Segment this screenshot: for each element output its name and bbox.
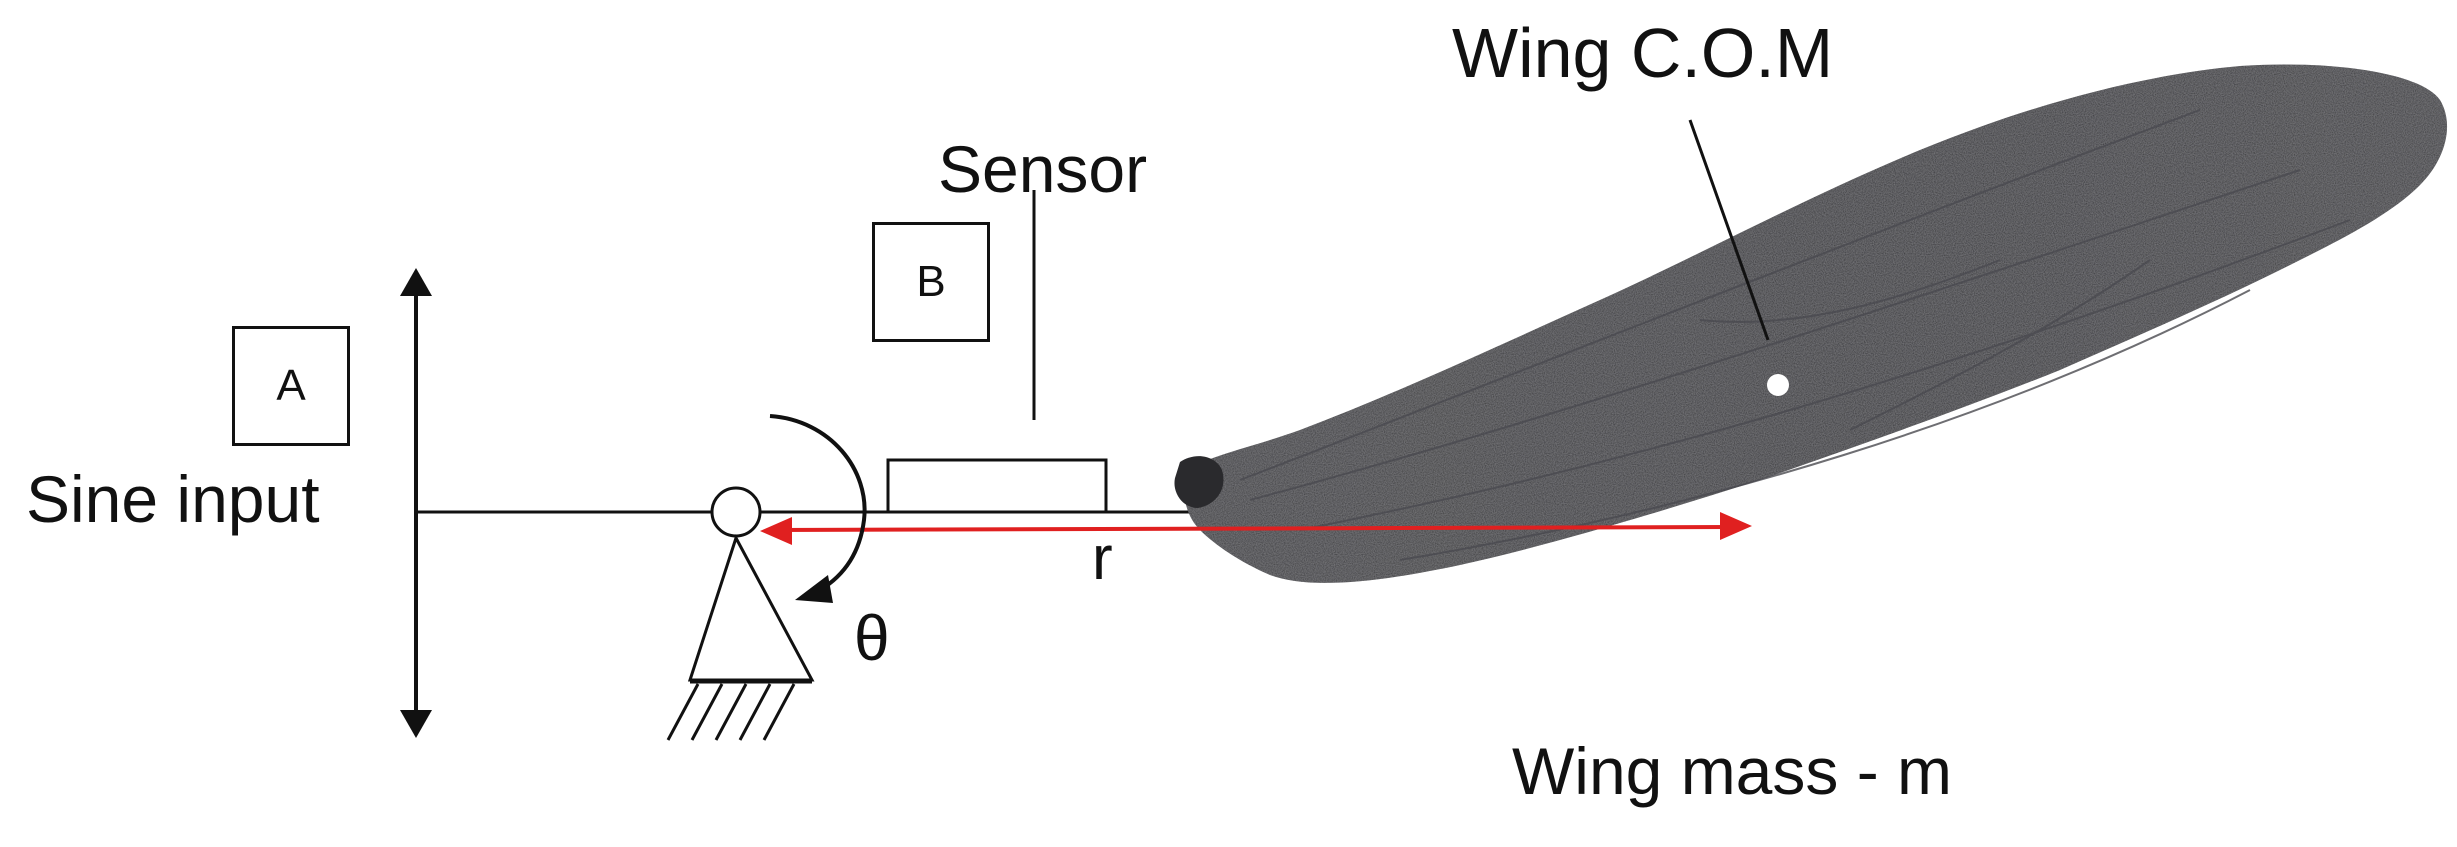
arrow-up-head xyxy=(400,268,432,296)
wing xyxy=(1174,64,2448,583)
radius-arrow-left-head xyxy=(760,517,792,545)
pivot-support-triangle xyxy=(687,534,815,682)
wing-base xyxy=(1174,456,1224,508)
radius-arrow-right-head xyxy=(1720,512,1752,540)
sensor-block xyxy=(886,458,1108,514)
radius-arrow xyxy=(760,512,1752,545)
theta-label: θ xyxy=(854,602,890,674)
box-a: A xyxy=(232,326,350,446)
sine-input-label: Sine input xyxy=(26,462,320,536)
wing-veins xyxy=(1239,109,2351,561)
rotation-arrow-icon xyxy=(769,414,867,603)
com-leader-line xyxy=(1688,119,1770,341)
com-dot xyxy=(1767,374,1789,396)
box-b-label: B xyxy=(916,257,946,306)
actuation-arrow xyxy=(400,268,432,738)
wing-mass-label: Wing mass - m xyxy=(1512,734,1953,808)
box-a-label: A xyxy=(276,361,306,410)
box-b: B xyxy=(872,222,990,342)
pivot-icon xyxy=(710,486,762,538)
wing-com-label: Wing C.O.M xyxy=(1452,14,1834,92)
sensor-label: Sensor xyxy=(938,132,1148,206)
radius-label: r xyxy=(1092,524,1113,593)
ground-icon xyxy=(666,680,812,741)
wing-membrane xyxy=(1184,64,2448,583)
arrow-down-head xyxy=(400,710,432,738)
